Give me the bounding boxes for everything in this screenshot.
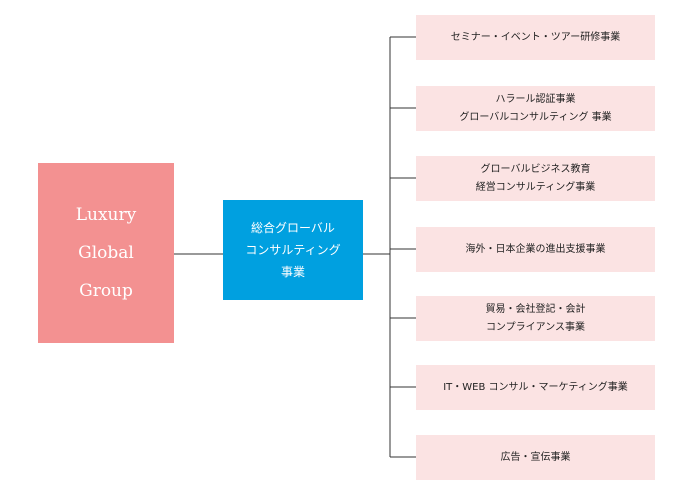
middle-node-line: 事業: [280, 265, 305, 279]
leaf-node-global-business-education: グローバルビジネス教育 経営コンサルティング事業: [416, 156, 655, 201]
middle-node-general-global-consulting: 総合グローバル コンサルティング 事業: [223, 200, 363, 300]
leaf-node-line: グローバルコンサルティング 事業: [459, 111, 612, 123]
leaf-node-seminar-event-tour: セミナー・イベント・ツアー研修事業: [416, 15, 655, 60]
middle-node-line: コンサルティング: [245, 243, 341, 257]
leaf-node-line: セミナー・イベント・ツアー研修事業: [450, 31, 621, 43]
leaf-node-line: ハラール認証事業: [495, 93, 576, 105]
leaf-node-line: 経営コンサルティング事業: [475, 181, 596, 193]
root-node-line: Luxury: [75, 205, 137, 225]
root-node-luxury-global-group: Luxury Global Group: [38, 163, 174, 343]
leaf-node-trade-registration-accounting: 貿易・会社登記・会計 コンプライアンス事業: [416, 296, 655, 341]
middle-node-line: 総合グローバル: [251, 221, 335, 235]
leaf-node-line: グローバルビジネス教育: [480, 163, 591, 175]
leaf-node-halal-certification: ハラール認証事業 グローバルコンサルティング 事業: [416, 86, 655, 131]
root-node-line: Global: [78, 243, 134, 263]
leaf-node-line: 海外・日本企業の進出支援事業: [465, 243, 606, 255]
leaf-node-line: IT・WEB コンサル・マーケティング事業: [443, 381, 628, 393]
leaf-node-line: 広告・宣伝事業: [500, 451, 571, 463]
leaf-node-line: 貿易・会社登記・会計: [485, 303, 586, 315]
leaf-node-overseas-expansion-support: 海外・日本企業の進出支援事業: [416, 227, 655, 272]
root-node-line: Group: [79, 281, 133, 301]
leaf-node-line: コンプライアンス事業: [485, 321, 586, 333]
leaf-node-advertising: 広告・宣伝事業: [416, 435, 655, 480]
leaf-node-it-web-marketing: IT・WEB コンサル・マーケティング事業: [416, 365, 655, 410]
